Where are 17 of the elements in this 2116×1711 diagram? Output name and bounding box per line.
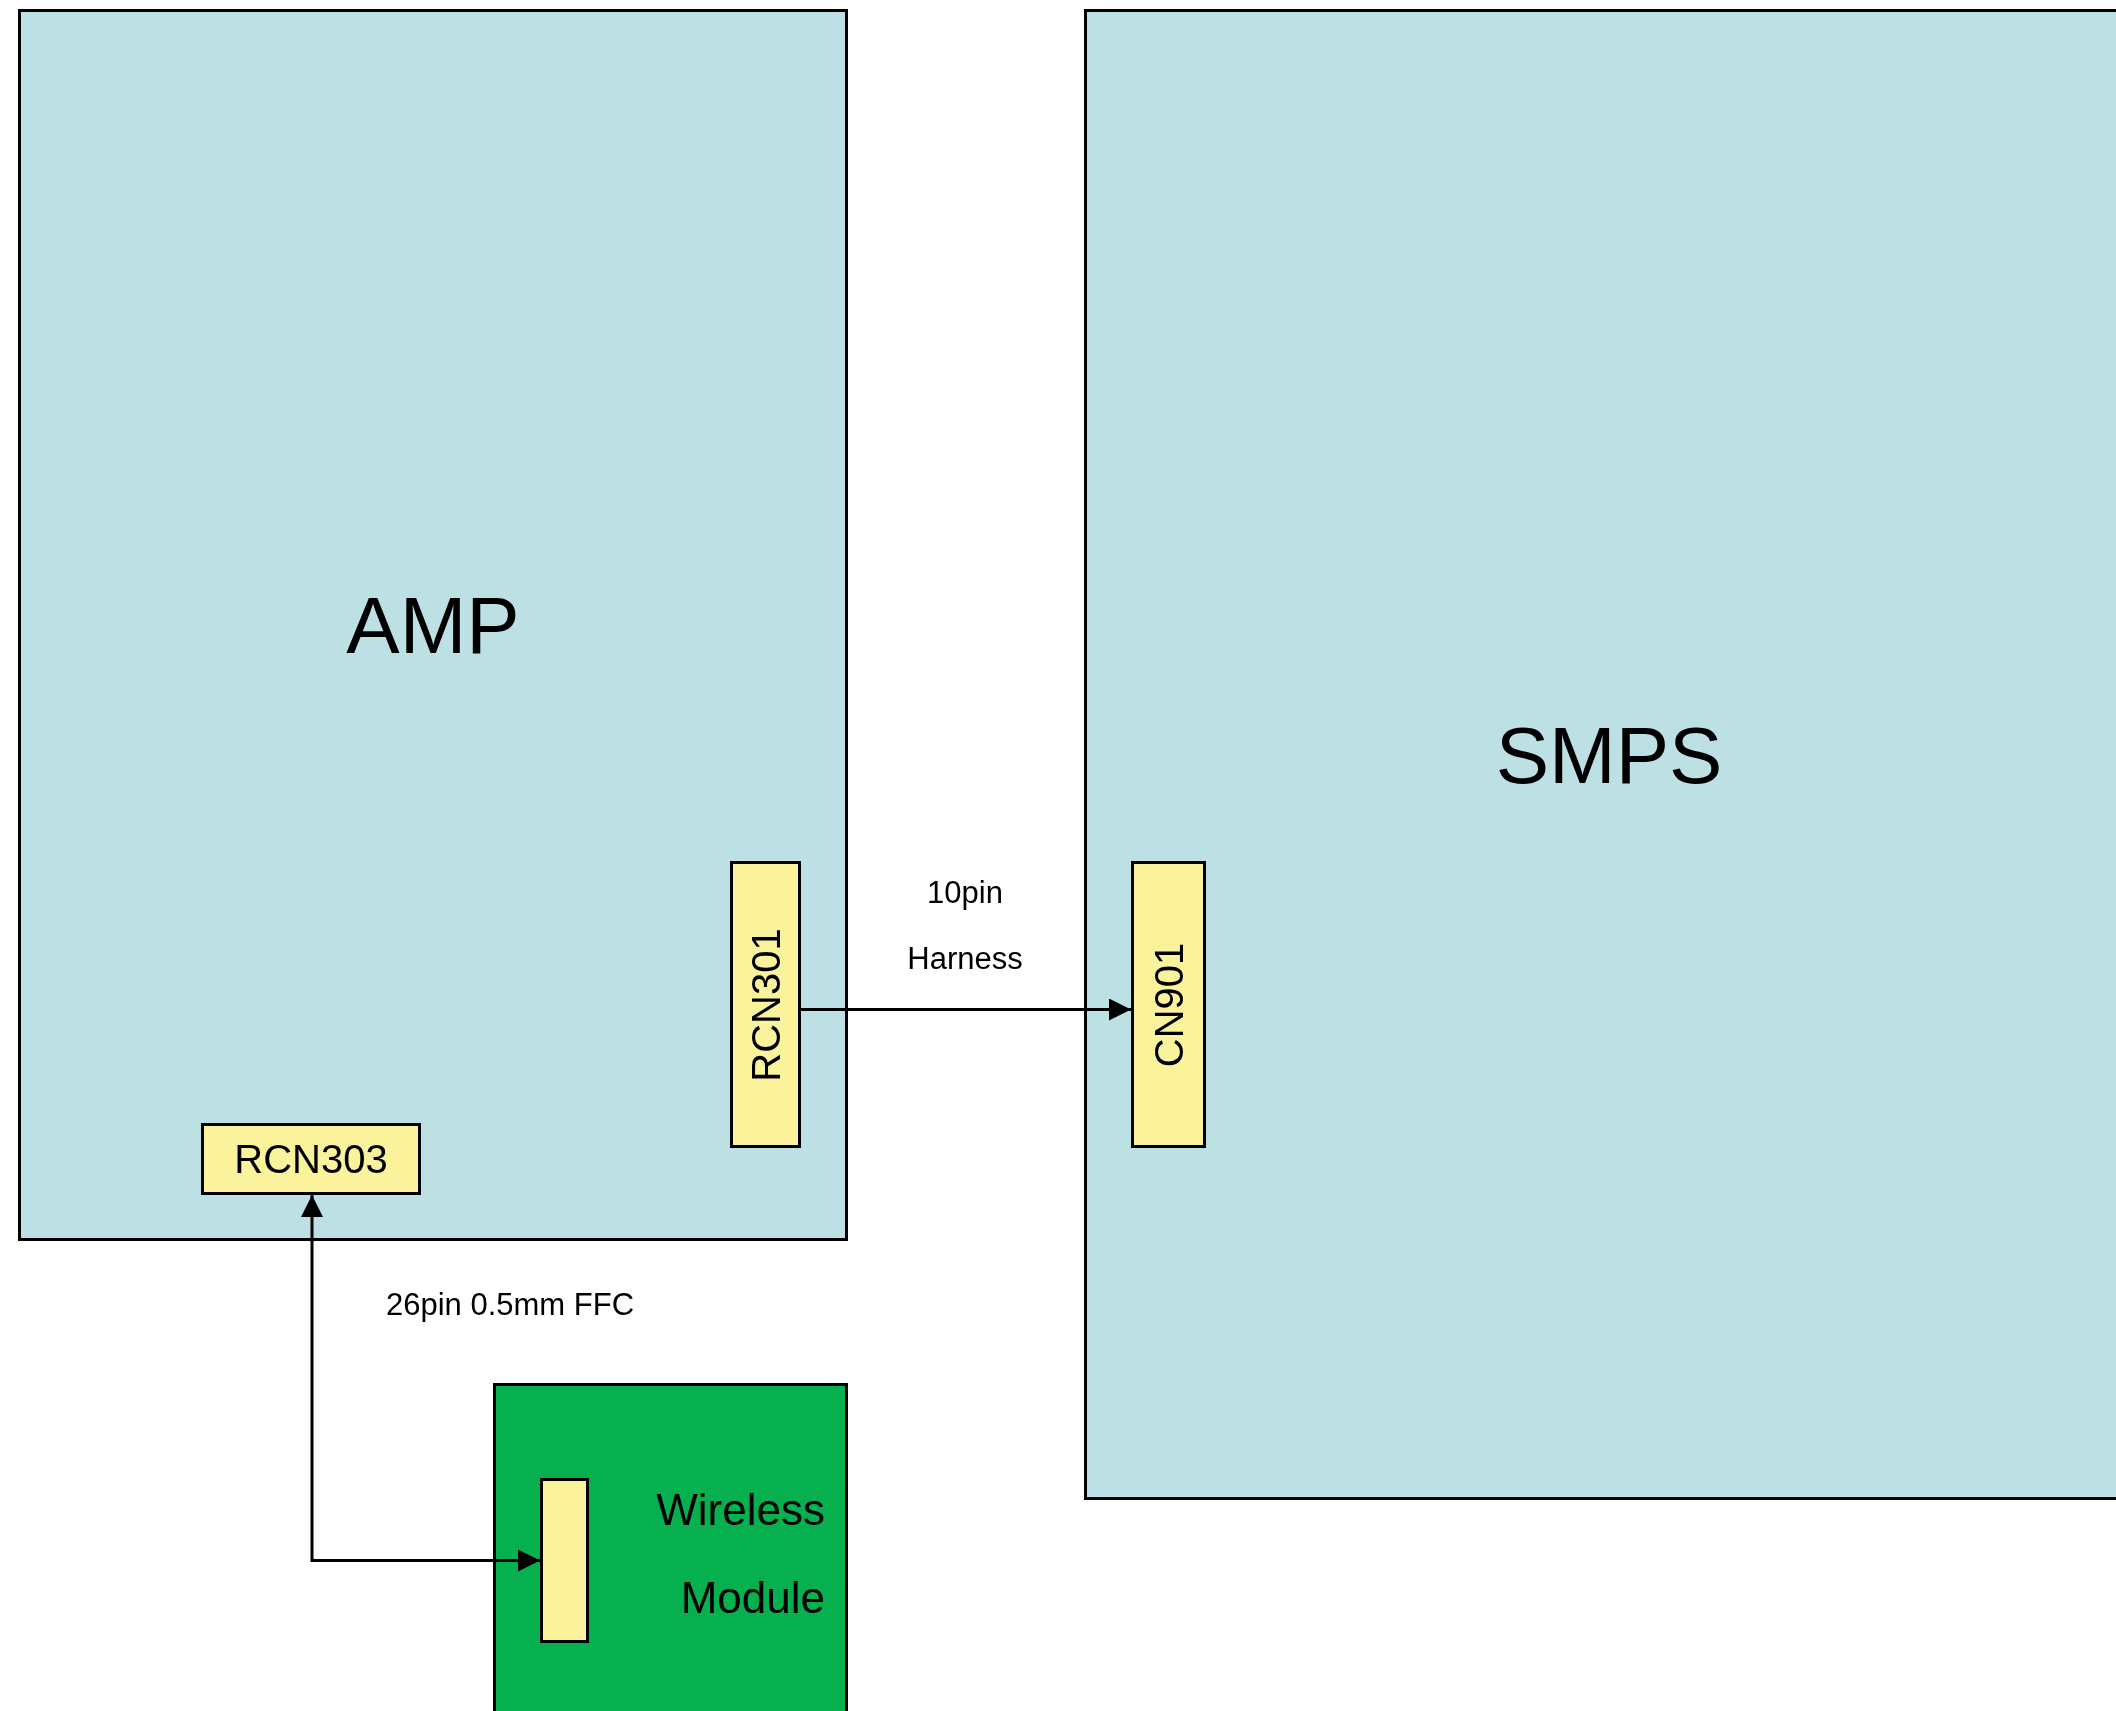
board-label: AMP [345,580,521,672]
connector-arrow [801,998,1131,1021]
edge-label: 26pin 0.5mm FFC [384,1286,636,1324]
connector-block [540,1478,589,1643]
connector-label: CN901 [1146,942,1191,1067]
connector-block [201,1123,421,1195]
circuit-board [18,9,848,1241]
edge-label: 10pin Harness [906,874,1024,978]
connector-block [730,861,801,1148]
module-label: Wireless Module [655,1484,825,1624]
module-board [493,1383,848,1711]
connector-label: RCN301 [743,927,788,1082]
board-label: SMPS [1494,710,1724,802]
connector-label: RCN303 [233,1136,389,1182]
connector-block [1131,861,1206,1148]
circuit-board [1084,9,2116,1500]
connector-arrow [301,1195,540,1572]
